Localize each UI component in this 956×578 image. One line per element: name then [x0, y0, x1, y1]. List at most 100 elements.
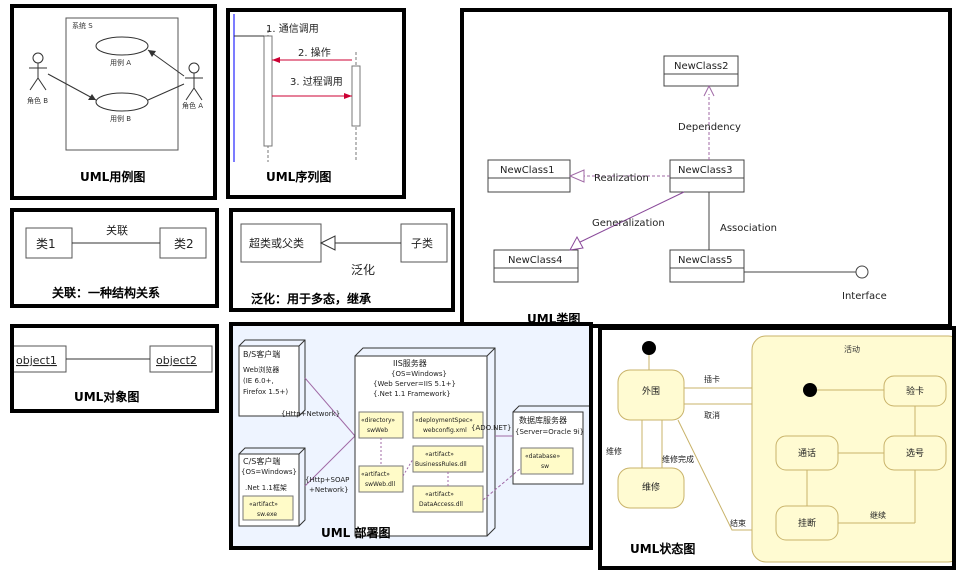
link-http-soap: {Http+SOAP [305, 476, 349, 484]
db-name: sw [541, 463, 549, 470]
state-caption: UML状态图 [630, 542, 696, 556]
class-panel: NewClass2 NewClass1 NewClass3 NewClass4 … [460, 8, 952, 328]
object-2: object2 [156, 354, 197, 367]
interface-label: Interface [842, 291, 887, 302]
deployment-caption: UML 部署图 [321, 526, 391, 540]
state-repair: 维修 [642, 481, 660, 493]
db-server: {Server=Oracle 9i} [515, 428, 584, 436]
bs-client-line-1: Web浏览器 [243, 365, 279, 374]
class-caption: UML类图 [527, 312, 581, 326]
iis-artifact-1-name: swWeb.dll [365, 481, 395, 488]
system-boundary [65, 17, 179, 151]
ado-net-label: {ADO.NET} [471, 424, 511, 432]
generalization-label: 泛化 [351, 263, 375, 277]
iis-title: IIS服务器 [393, 358, 427, 368]
system-label: 系统 S [72, 21, 93, 30]
transition-repair: 维修 [606, 446, 622, 456]
use-case-a-label: 用例 A [110, 58, 131, 67]
state-panel: 活动 外围 维修 验卡 选号 通话 挂断 继续 插卡 取消 维修 维修完 [598, 326, 956, 570]
assoc-label: 关联 [106, 223, 128, 237]
assoc-class-2: 类2 [174, 237, 194, 251]
superclass-box: 超类或父类 [249, 236, 304, 250]
subclass-box: 子类 [411, 236, 433, 250]
usecase-diagram: 系统 S 用例 A 用例 B 角色 B 角色 A [27, 17, 203, 151]
usecase-panel: 系统 S 用例 A 用例 B 角色 B 角色 A UML用例图 [10, 4, 217, 200]
iis-deployment-spec-name: webconfig.xml [423, 427, 467, 434]
actor-a-icon [185, 62, 203, 101]
db-title: 数据库服务器 [519, 415, 567, 425]
sequence-panel: 1. 通信调用 2. 操作 3. 过程调用 UML序列图 [226, 8, 406, 199]
association-panel: 类1 类2 关联 关联：一种结构关系 [10, 208, 219, 308]
state-hangup: 挂断 [798, 517, 816, 529]
bs-client-line-2: (IE 6.0+, [243, 377, 274, 385]
newclass2: NewClass2 [674, 61, 728, 72]
db-artifact: «database» [525, 453, 560, 460]
transition-repair-done: 维修完成 [662, 454, 694, 464]
sequence-caption: UML序列图 [266, 170, 332, 184]
association-label: Association [720, 223, 777, 234]
iis-artifact-3: «artifact» [425, 491, 454, 498]
cs-artifact: «artifact» [249, 501, 278, 508]
activity-initial-icon [803, 383, 817, 397]
actor-b-label: 角色 B [27, 96, 48, 105]
iis-artifact-2: «artifact» [425, 451, 454, 458]
iis-artifact-3-name: DataAccess.dll [419, 501, 463, 508]
generalization-caption: 泛化：用于多态，继承 [251, 292, 372, 306]
cs-client-title: C/S客户端 [243, 456, 280, 466]
cs-exe: sw.exe [257, 511, 277, 518]
object-diagram: object1 object2 [14, 345, 213, 373]
sequence-diagram: 1. 通信调用 2. 操作 3. 过程调用 [233, 14, 361, 162]
deployment-diagram: B/S客户端 Web浏览器 (IE 6.0+, Firefox 1.5+) C/… [238, 339, 589, 537]
assoc-class-1: 类1 [36, 237, 56, 251]
use-case-a [95, 36, 149, 56]
link-http-network: {Http+Network} [281, 410, 340, 418]
actor-b-icon [29, 52, 47, 91]
iis-directory-name: swWeb [367, 427, 388, 434]
object-panel: object1 object2 UML对象图 [10, 324, 219, 413]
association-diagram: 类1 类2 关联 [25, 223, 207, 259]
message-2: 2. 操作 [298, 46, 331, 59]
generalization-class-label: Generalization [592, 218, 665, 229]
activity-label: 活动 [844, 344, 860, 354]
newclass5: NewClass5 [678, 255, 732, 266]
iis-web: {Web Server=IIS 5.1+} [373, 380, 456, 388]
message-3: 3. 过程调用 [290, 75, 343, 88]
dependency-label: Dependency [678, 122, 741, 133]
class-diagram: NewClass2 NewClass1 NewClass3 NewClass4 … [464, 12, 948, 324]
deployment-panel: B/S客户端 Web浏览器 (IE 6.0+, Firefox 1.5+) C/… [229, 322, 593, 550]
iis-artifact-2-name: BusinessRules.dll [415, 461, 467, 468]
iis-directory: «directory» [361, 417, 395, 424]
iis-artifact-1: «artifact» [361, 471, 390, 478]
newclass4: NewClass4 [508, 255, 562, 266]
transition-insert: 插卡 [704, 374, 720, 384]
bs-client-title: B/S客户端 [243, 349, 280, 359]
message-1: 1. 通信调用 [266, 23, 319, 35]
association-caption: 关联：一种结构关系 [52, 286, 161, 300]
state-call: 通话 [798, 447, 816, 459]
newclass3: NewClass3 [678, 165, 732, 176]
realization-label: Realization [594, 173, 649, 184]
initial-state-icon [642, 341, 656, 355]
iis-os: {OS=Windows} [391, 370, 447, 378]
newclass1: NewClass1 [500, 165, 554, 176]
object-caption: UML对象图 [74, 390, 140, 404]
state-outer: 外围 [642, 385, 660, 397]
cs-client-net: .Net 1.1框架 [245, 483, 287, 492]
transition-continue: 继续 [870, 510, 886, 520]
generalization-panel: 超类或父类 子类 泛化 泛化：用于多态，继承 [229, 208, 455, 312]
cs-client-os: {OS=Windows} [241, 468, 297, 476]
generalization-diagram: 超类或父类 子类 泛化 [240, 223, 448, 277]
state-diagram: 活动 外围 维修 验卡 选号 通话 挂断 继续 插卡 取消 维修 维修完 [606, 335, 952, 563]
iis-net: {.Net 1.1 Framework} [373, 390, 451, 398]
interface-icon [855, 265, 869, 279]
state-card: 验卡 [906, 385, 924, 397]
state-select: 选号 [906, 447, 924, 459]
transition-cancel: 取消 [704, 410, 720, 420]
bs-client-line-3: Firefox 1.5+) [243, 388, 288, 396]
use-case-b [95, 92, 149, 112]
iis-deployment-spec: «deploymentSpec» [415, 417, 473, 424]
transition-end: 结束 [730, 518, 746, 528]
usecase-caption: UML用例图 [80, 170, 146, 184]
object-1: object1 [16, 354, 57, 367]
use-case-b-label: 用例 B [110, 114, 131, 123]
